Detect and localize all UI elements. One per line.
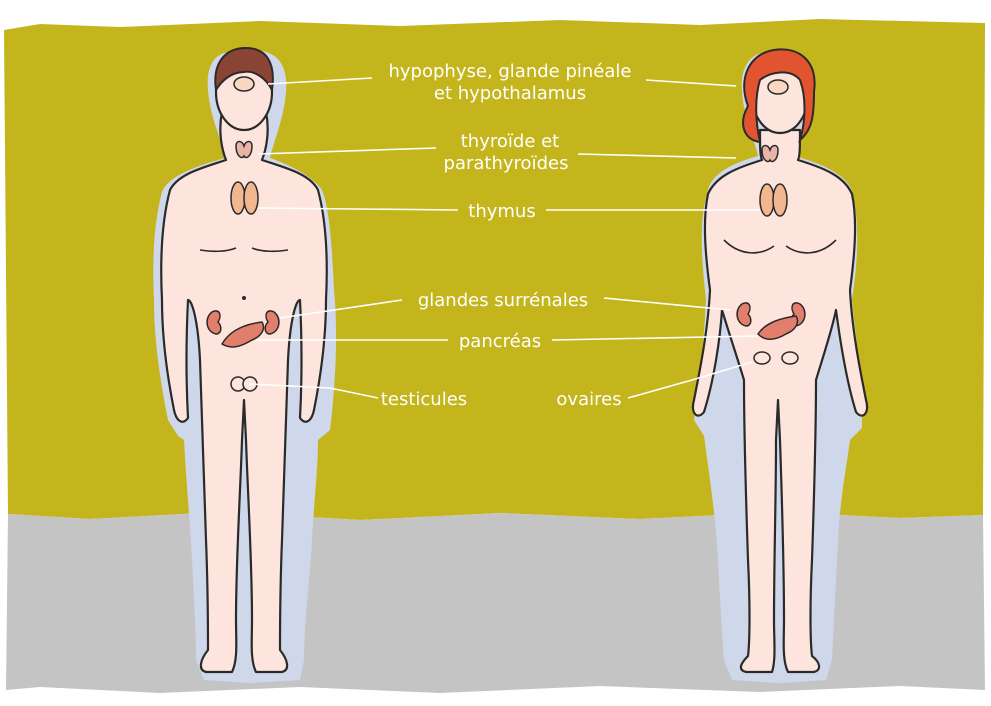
- male-adrenal-left: [207, 311, 221, 334]
- female-pituitary-gland: [768, 80, 788, 94]
- female-thymus-left: [760, 184, 774, 216]
- label-thymus: thymus: [468, 201, 535, 222]
- female-ovary-left: [754, 352, 770, 364]
- female-thymus-right: [773, 184, 787, 216]
- label-adrenal: glandes surrénales: [418, 290, 588, 311]
- label-pituitary-line1: hypophyse, glande pinéale: [389, 61, 632, 82]
- floor-background: [6, 512, 985, 693]
- male-thymus-left: [231, 182, 245, 214]
- label-testes: testicules: [381, 389, 467, 410]
- male-thymus-right: [244, 182, 258, 214]
- male-pituitary-gland: [234, 77, 254, 91]
- label-thyroid-line2: parathyroïdes: [444, 153, 569, 174]
- label-thyroid-line1: thyroïde et: [461, 131, 560, 152]
- label-pancreas: pancréas: [459, 331, 541, 352]
- male-adrenal-right: [265, 311, 279, 334]
- label-pituitary-line2: et hypothalamus: [434, 83, 586, 104]
- female-ovary-right: [782, 352, 798, 364]
- label-ovaries: ovaires: [556, 389, 621, 410]
- female-adrenal-left: [737, 303, 751, 326]
